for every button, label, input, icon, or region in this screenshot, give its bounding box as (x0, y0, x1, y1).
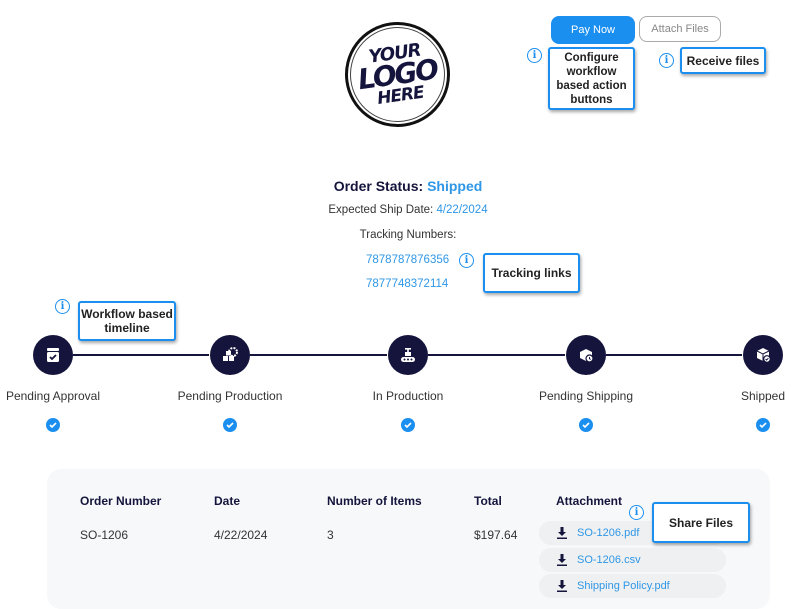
timeline-connector (428, 354, 565, 356)
check-icon (756, 418, 770, 432)
timeline-connector (73, 354, 209, 356)
callout-share-files: Share Files (652, 502, 750, 543)
attachment-link[interactable]: SO-1206.csv (539, 548, 726, 572)
timeline-connector (250, 354, 387, 356)
check-icon (579, 418, 593, 432)
logo-text: HERE (375, 82, 425, 109)
info-icon[interactable]: i (55, 299, 70, 314)
box-check-icon (47, 348, 59, 362)
cell-date: 4/22/2024 (214, 528, 268, 542)
stage-label: Pending Approval (5, 389, 101, 403)
tracking-numbers-label: Tracking Numbers: (359, 229, 457, 241)
header-order-number: Order Number (80, 494, 162, 508)
header-number-of-items: Number of Items (327, 494, 422, 508)
tracking-link[interactable]: 7877748372114 (366, 278, 449, 290)
check-icon (46, 418, 60, 432)
timeline-connector (606, 354, 742, 356)
order-status-label: Order Status: (333, 178, 424, 194)
expected-ship-date: Expected Ship Date: 4/22/2024 (0, 204, 800, 216)
header-attachment: Attachment (556, 494, 623, 508)
timeline-node-pending-approval (33, 335, 73, 375)
download-icon (557, 527, 569, 539)
logo-text: YOUR (367, 39, 422, 68)
stage-label: Shipped (740, 389, 786, 403)
attachment-link[interactable]: Shipping Policy.pdf (539, 574, 726, 598)
cell-total: $197.64 (474, 528, 518, 542)
timeline-node-in-production (388, 335, 428, 375)
box-shipped-icon (756, 348, 771, 363)
ship-date-label: Expected Ship Date: (328, 204, 434, 216)
timeline-node-pending-production (210, 335, 250, 375)
tracking-link[interactable]: 7878787876356 (366, 254, 450, 266)
attach-files-button[interactable]: Attach Files (639, 16, 721, 42)
order-status-value: Shipped (427, 178, 483, 194)
timeline-node-shipped (743, 335, 783, 375)
info-icon[interactable]: i (629, 505, 644, 520)
cell-items: 3 (327, 528, 334, 542)
info-icon[interactable]: i (659, 53, 674, 68)
callout-receive-files: Receive files (680, 47, 766, 74)
download-icon (557, 554, 569, 566)
cell-order-number: SO-1206 (80, 528, 129, 542)
logo-text: LOGO (355, 52, 440, 96)
header-date: Date (214, 494, 241, 508)
callout-timeline: Workflow based timeline (78, 301, 176, 341)
header-total: Total (474, 494, 502, 508)
info-icon[interactable]: i (459, 253, 474, 268)
check-icon (401, 418, 415, 432)
boxes-gear-icon (223, 347, 238, 361)
callout-action-buttons: Configure workflow based action buttons (548, 47, 635, 110)
attachment-name[interactable]: SO-1206.csv (577, 554, 641, 566)
company-logo: YOUR LOGO HERE (338, 15, 457, 134)
attachment-name[interactable]: SO-1206.pdf (577, 527, 640, 539)
check-icon (223, 418, 237, 432)
info-icon[interactable]: i (527, 48, 542, 63)
conveyor-belt-icon (401, 348, 415, 362)
callout-tracking-links: Tracking links (483, 253, 580, 293)
ship-date-value: 4/22/2024 (436, 204, 488, 216)
download-icon (557, 580, 569, 592)
stage-label: In Production (372, 389, 444, 403)
order-status: Order Status: Shipped (0, 178, 800, 194)
timeline-node-pending-shipping (566, 335, 606, 375)
pay-now-button[interactable]: Pay Now (551, 16, 635, 44)
attachment-name[interactable]: Shipping Policy.pdf (577, 580, 670, 592)
stage-label: Pending Shipping (538, 389, 634, 403)
box-clock-icon (580, 349, 594, 363)
stage-label: Pending Production (177, 389, 283, 403)
